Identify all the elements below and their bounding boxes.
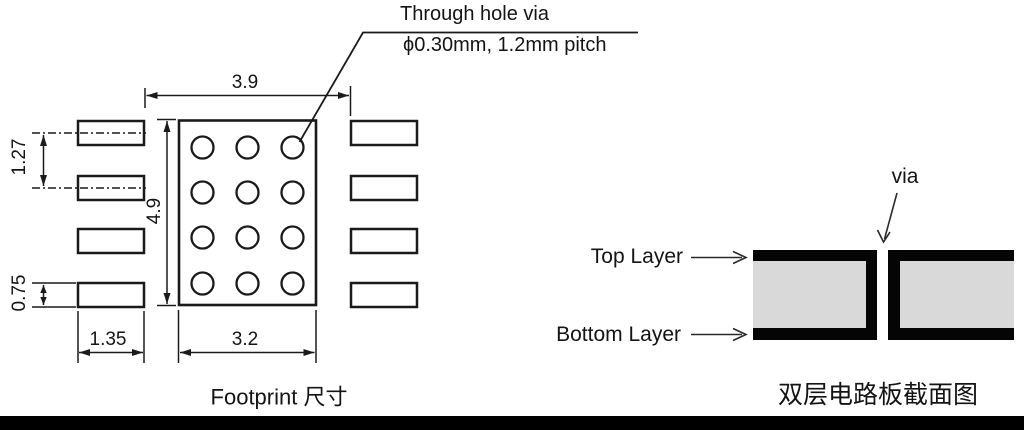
via-holes — [190, 135, 305, 296]
dim-pad-height-label: 0.75 — [9, 274, 31, 312]
via-hole — [235, 180, 260, 205]
dim-top-width-label: 3.9 — [231, 72, 259, 94]
top-layer-label: Top Layer — [590, 244, 683, 268]
dim-height-label: 4.9 — [144, 197, 166, 225]
via-hole — [280, 180, 305, 205]
cross-section-diagram — [691, 192, 1014, 342]
dim-pad-width — [77, 311, 145, 363]
via-hole — [190, 135, 215, 160]
annotation-line1: Through hole via — [400, 3, 549, 25]
pad-right-2 — [349, 174, 419, 202]
copper-top-right — [888, 250, 1014, 261]
via-label: via — [891, 164, 919, 188]
pad-right-1 — [349, 119, 419, 147]
via-hole — [235, 135, 260, 160]
copper-top-left — [753, 250, 877, 261]
dim-height — [157, 118, 176, 307]
via-hole — [235, 225, 260, 250]
via-hole — [235, 271, 260, 296]
dim-pad-pitch-label: 1.27 — [9, 138, 31, 176]
via-barrel-left — [866, 250, 877, 340]
via-hole — [280, 271, 305, 296]
right-pads — [349, 119, 419, 309]
via-leader-line — [298, 31, 638, 143]
pad-right-3 — [349, 227, 419, 255]
dim-pad-width-label: 1.35 — [89, 329, 127, 351]
via-hole — [190, 180, 215, 205]
pad-left-3 — [76, 227, 146, 255]
copper-bottom-left — [753, 328, 877, 340]
bottom-layer-arrow — [691, 327, 748, 342]
footprint-diagram — [32, 31, 638, 363]
dim-bottom-width — [177, 310, 317, 363]
via-barrel-right — [888, 250, 900, 340]
via-grid-outline — [177, 119, 318, 307]
board-left-substrate — [753, 251, 877, 340]
bottom-border-bar — [0, 416, 1024, 430]
via-arrow — [876, 192, 898, 244]
annotation-line2: ϕ0.30mm, 1.2mm pitch — [403, 34, 607, 56]
via-hole — [280, 225, 305, 250]
board-right-substrate — [888, 251, 1014, 340]
dim-top-width — [144, 86, 352, 116]
pad-centerlines — [32, 132, 146, 189]
via-hole — [190, 225, 215, 250]
cross-section-caption: 双层电路板截面图 — [777, 380, 979, 409]
dim-pad-height — [32, 282, 76, 308]
copper-bottom-right — [888, 328, 1014, 340]
left-pads — [76, 119, 146, 309]
dim-bottom-width-label: 3.2 — [231, 329, 259, 351]
via-hole — [190, 271, 215, 296]
via-hole — [280, 135, 305, 160]
footprint-caption: Footprint 尺寸 — [210, 384, 348, 410]
pad-left-4 — [76, 281, 146, 309]
bottom-layer-label: Bottom Layer — [556, 322, 681, 346]
pad-right-4 — [349, 281, 419, 309]
top-layer-arrow — [691, 250, 748, 265]
